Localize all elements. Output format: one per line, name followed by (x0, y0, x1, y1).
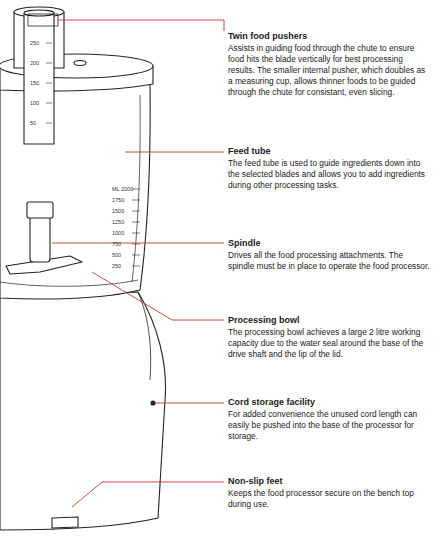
non-slip-foot (52, 517, 78, 528)
scale-number: 150 (30, 80, 39, 86)
callout-heading: Processing bowl (228, 315, 300, 326)
scale-tick (132, 255, 140, 256)
scale-tick (46, 123, 52, 124)
scale-number: 50 (30, 120, 36, 126)
spindle-gear (27, 202, 53, 218)
inner-pusher-top (24, 10, 54, 16)
scale-number: 250 (30, 40, 39, 46)
scale-tick (132, 211, 140, 212)
leader-line (155, 403, 224, 404)
leader-line (92, 272, 224, 320)
leader-line (52, 243, 224, 244)
scale-number: 1250 (112, 219, 124, 225)
motor-base (0, 292, 166, 530)
bowl-handle-edge (0, 280, 138, 286)
callout-text: For added convenience the unused cord le… (228, 409, 430, 442)
processing-bowl (0, 82, 150, 299)
scale-number: 100 (30, 100, 39, 106)
scale-number: ML 2000 (112, 186, 133, 192)
scale-number: 750 (112, 241, 121, 247)
scale-number: 250 (112, 263, 121, 269)
leader-line (125, 152, 224, 153)
callout-text: The feed tube is used to guide ingredien… (228, 158, 430, 191)
lid-hole (74, 61, 86, 66)
bowl-inner-edge (132, 95, 140, 282)
pusher-callout-bracket (28, 14, 58, 26)
callout-heading: Cord storage facility (228, 397, 315, 408)
callout-text: Assists in guiding food through the chut… (228, 43, 430, 98)
inner-pusher (24, 14, 54, 144)
base-edge (138, 292, 151, 380)
scale-tick (46, 103, 52, 104)
callout-text: Keeps the food processor secure on the b… (228, 488, 430, 510)
callout-heading: Feed tube (228, 146, 271, 157)
feed-tube-top (14, 7, 64, 17)
cord-storage-point (151, 401, 155, 405)
scale-tick (132, 244, 140, 245)
scale-tick (46, 83, 52, 84)
scale-number: 1500 (112, 208, 124, 214)
scale-number: 1000 (112, 230, 124, 236)
callout-heading: Twin food pushers (228, 31, 307, 42)
callout-text: The processing bowl achieves a large 2 l… (228, 327, 430, 360)
leader-line (58, 20, 224, 31)
scale-tick (132, 222, 140, 223)
callout-heading: Non-slip feet (228, 476, 283, 487)
scale-tick (132, 200, 140, 201)
scale-tick (132, 233, 140, 234)
scale-number: 200 (30, 60, 39, 66)
scale-tick (132, 266, 140, 267)
leader-line (72, 482, 224, 507)
callout-heading: Spindle (228, 238, 261, 249)
callout-text: Drives all the food processing attachmen… (228, 250, 430, 272)
scale-number: 1750 (112, 197, 124, 203)
scale-tick (46, 43, 52, 44)
scale-tick (46, 63, 52, 64)
scale-number: 500 (112, 252, 121, 258)
